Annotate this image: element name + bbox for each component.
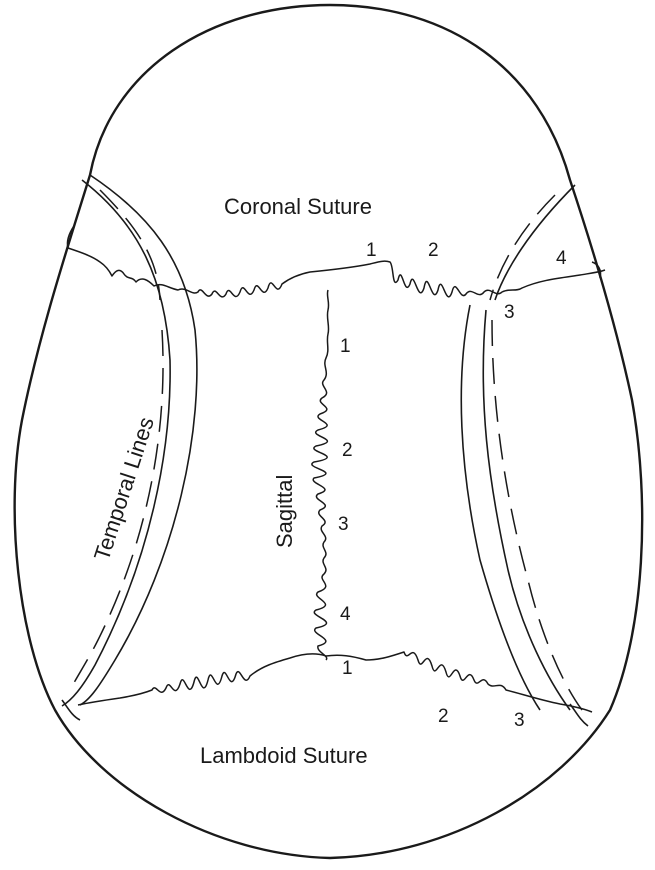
lambdoid-number-2: 2: [438, 706, 449, 727]
lambdoid-suture-label: Lambdoid Suture: [200, 743, 368, 768]
sagittal-number-1: 1: [340, 336, 351, 357]
temporal-line-right-inner: [461, 305, 540, 710]
temporal-line-right-dashed-2: [492, 320, 582, 710]
temporal-line-right-inner-2: [483, 310, 570, 710]
temporal-lines-label: Temporal Lines: [89, 414, 159, 564]
temporal-line-left-outer-2: [62, 180, 170, 706]
coronal-suture-label: Coronal Suture: [224, 194, 372, 219]
lambdoid-number-3: 3: [514, 710, 525, 731]
coronal-suture-line: [68, 248, 605, 297]
sagittal-number-4: 4: [340, 604, 351, 625]
sagittal-number-3: 3: [338, 514, 349, 535]
coronal-number-3: 3: [504, 302, 515, 323]
sagittal-suture-line: [312, 290, 329, 660]
sagittal-number-2: 2: [342, 440, 353, 461]
skull-outline: [15, 5, 643, 858]
sagittal-label: Sagittal: [272, 475, 297, 548]
lambdoid-number-1: 1: [342, 658, 353, 679]
coronal-number-4: 4: [556, 248, 567, 269]
coronal-number-2: 2: [428, 240, 439, 261]
lambdoid-left-junction: [62, 700, 80, 720]
coronal-number-1: 1: [366, 240, 377, 261]
